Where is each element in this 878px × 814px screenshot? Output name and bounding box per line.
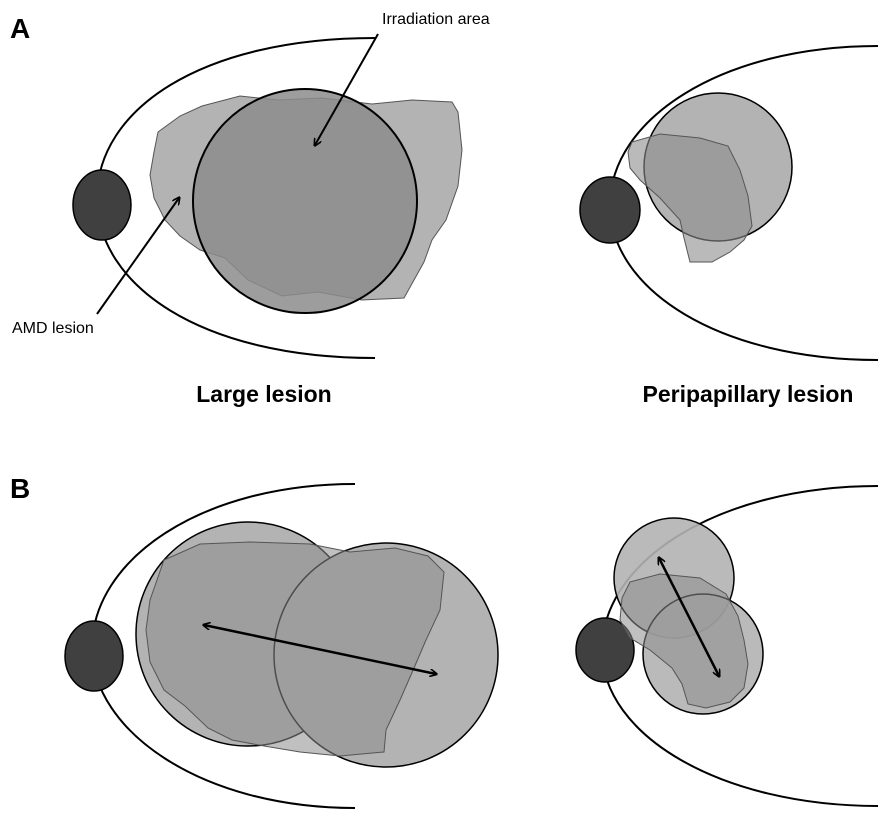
amd-lesion — [627, 133, 753, 263]
irradiation-area-label: Irradiation area — [382, 11, 490, 28]
panel-a-large-lesion-diagram: Irradiation area AMD lesion — [12, 11, 490, 359]
large-lesion-caption: Large lesion — [196, 381, 331, 407]
irradiation-area — [192, 88, 418, 314]
panel-a: A Irradiation area AMD lesion Large lesi… — [10, 11, 878, 407]
peripapillary-lesion-caption: Peripapillary lesion — [643, 381, 854, 407]
optic-disc — [64, 620, 124, 692]
panel-b-letter: B — [10, 473, 30, 504]
treatment-axis-arrow — [204, 625, 436, 674]
panel-b-large-lesion-diagram — [64, 483, 499, 809]
panel-b-peripapillary-diagram — [575, 485, 878, 807]
treatment-axis-arrow — [659, 558, 719, 676]
optic-disc — [72, 169, 132, 241]
optic-disc — [579, 176, 641, 244]
optic-disc — [575, 617, 635, 683]
amd-lesion-label: AMD lesion — [12, 320, 94, 337]
panel-b: B — [10, 473, 878, 809]
panel-a-letter: A — [10, 13, 30, 44]
amd-lesion-arrow — [96, 198, 179, 315]
panel-a-peripapillary-diagram — [579, 45, 878, 361]
irradiation-arrow — [315, 33, 379, 145]
